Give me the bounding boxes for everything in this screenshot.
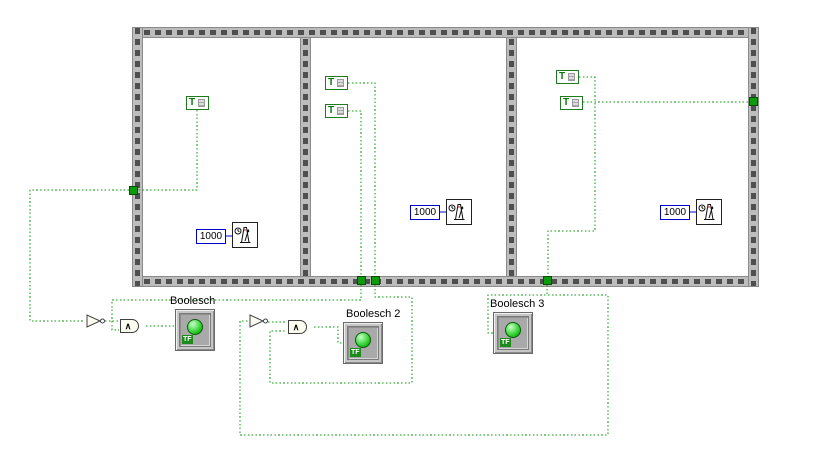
sequence-border-right <box>749 28 758 286</box>
tf-label: TF <box>182 335 193 344</box>
boolean-wire[interactable] <box>314 326 343 344</box>
led-icon <box>355 332 371 348</box>
tunnel-bottom-frame3[interactable] <box>543 276 552 285</box>
numeric-constant[interactable]: 1000 <box>196 229 226 244</box>
boolean-constant-value: T <box>328 105 335 116</box>
boolean-wire[interactable] <box>29 189 129 322</box>
wait-until-next-ms-multiple-node[interactable] <box>696 199 722 230</box>
sequence-border-left <box>133 28 142 286</box>
boolean-wire[interactable] <box>111 285 362 331</box>
and-symbol: ∧ <box>293 322 300 332</box>
constant-grid-icon <box>568 73 576 81</box>
constant-grid-icon <box>572 99 580 107</box>
led-icon <box>505 322 521 338</box>
tf-label: TF <box>350 348 361 357</box>
constant-grid-icon <box>337 107 345 115</box>
and-gate-icon: ∧ <box>120 319 139 333</box>
boolean-indicator-terminal[interactable]: TF <box>493 312 533 354</box>
not-gate[interactable] <box>85 313 107 334</box>
boolean-wire[interactable] <box>239 294 609 436</box>
boolean-constant-true[interactable]: T <box>186 96 209 110</box>
constant-grid-icon <box>337 79 345 87</box>
not-gate-icon <box>86 314 105 328</box>
and-gate[interactable]: ∧ <box>119 317 146 340</box>
tunnel-right-border[interactable] <box>749 97 758 106</box>
wait-until-next-ms-multiple-node[interactable] <box>232 222 258 253</box>
tunnel-bottom-frame2-a[interactable] <box>357 276 366 285</box>
numeric-constant[interactable]: 1000 <box>410 205 440 220</box>
terminal-face: TF <box>497 316 529 350</box>
boolean-constant-value: T <box>559 71 566 82</box>
boolean-indicator-terminal[interactable]: TF <box>175 309 215 351</box>
boolean-indicator-terminal[interactable]: TF <box>343 322 383 364</box>
and-gate[interactable]: ∧ <box>287 318 314 341</box>
tunnel-left-border[interactable] <box>129 186 138 195</box>
numeric-constant[interactable]: 1000 <box>660 205 690 220</box>
terminal-face: TF <box>347 326 379 360</box>
sequence-border-bottom <box>133 277 758 286</box>
constant-grid-icon <box>198 99 206 107</box>
indicator-label[interactable]: Boolesch 3 <box>490 298 545 310</box>
sequence-frame-divider-2 <box>507 28 516 286</box>
metronome-icon <box>446 199 472 225</box>
metronome-icon <box>232 222 258 248</box>
and-gate-icon: ∧ <box>288 320 307 334</box>
boolean-constant-value: T <box>189 97 196 108</box>
not-gate[interactable] <box>248 313 270 334</box>
sequence-frame-divider-1 <box>301 28 310 286</box>
indicator-label[interactable]: Boolesch 2 <box>346 308 401 320</box>
boolean-constant-true[interactable]: T <box>560 96 583 110</box>
wait-until-next-ms-multiple-node[interactable] <box>446 199 472 230</box>
and-symbol: ∧ <box>125 321 132 331</box>
tf-label: TF <box>500 338 511 347</box>
boolean-constant-value: T <box>563 97 570 108</box>
terminal-face: TF <box>179 313 211 347</box>
flat-sequence-structure[interactable] <box>133 28 758 286</box>
metronome-icon <box>696 199 722 225</box>
sequence-border-top <box>133 28 758 37</box>
tunnel-bottom-frame2-b[interactable] <box>371 276 380 285</box>
indicator-label[interactable]: Boolesch <box>170 295 216 307</box>
boolean-constant-true[interactable]: T <box>556 70 579 84</box>
not-gate-icon <box>249 314 268 328</box>
boolean-constant-true[interactable]: T <box>325 76 348 90</box>
boolean-constant-value: T <box>328 77 335 88</box>
led-icon <box>187 319 203 335</box>
boolean-constant-true[interactable]: T <box>325 104 348 118</box>
